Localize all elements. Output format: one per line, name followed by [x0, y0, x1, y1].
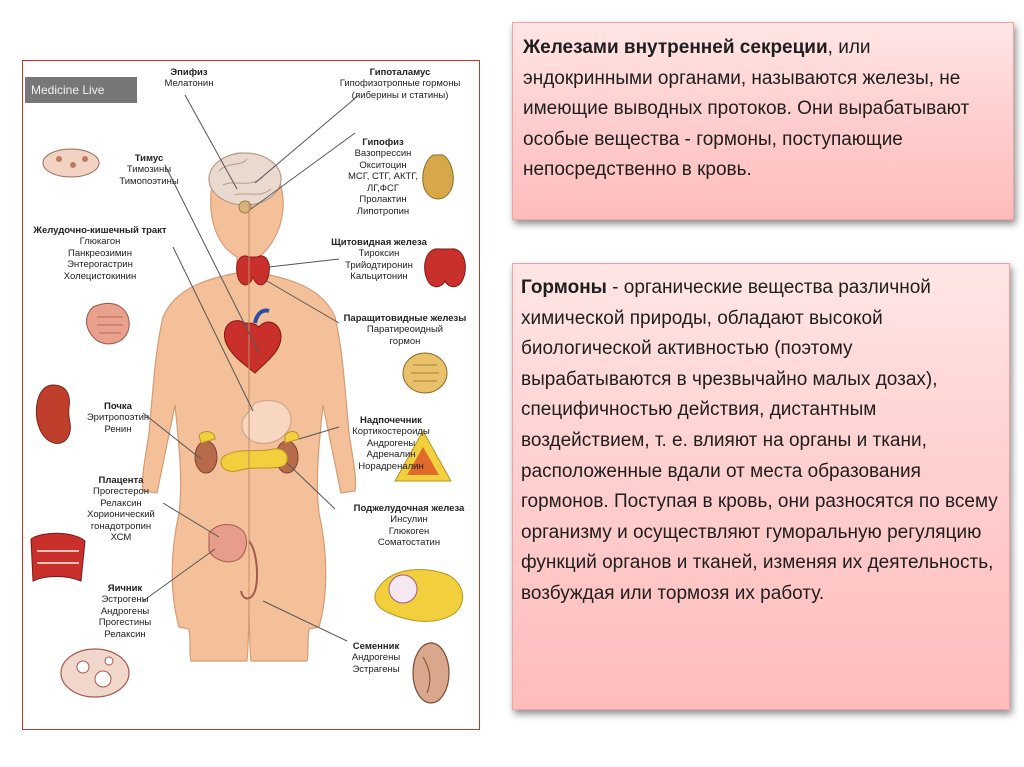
uterus-on-body — [208, 524, 247, 563]
label-item: Холецистокинин — [63, 270, 137, 282]
label-item: Кальцитонин — [350, 271, 408, 282]
label-item: Мелатонин — [164, 78, 214, 89]
label-parathyroid: Паращитовидные железы Паратиреоидный гор… — [333, 313, 477, 347]
placenta-image — [30, 532, 86, 582]
body-illustration — [30, 94, 466, 704]
label-item: Релаксин — [104, 628, 146, 640]
label-testis: Семенник Андрогены Эстрагены — [337, 641, 415, 675]
label-item: Норадреналин — [358, 460, 424, 472]
label-item: Глюкагон — [79, 236, 121, 247]
organ-thumbnails — [30, 148, 466, 704]
heart — [223, 320, 282, 374]
label-placenta: Плацента Прогестерон Релаксин Хорионичес… — [77, 475, 165, 544]
label-item: гонадотропин — [90, 520, 152, 532]
label-item: Окситоцин — [359, 159, 407, 171]
ovary-image — [60, 648, 130, 698]
definition-card: Железами внутренней секреции, или эндокр… — [512, 22, 1014, 220]
label-item: Инсулин — [390, 514, 428, 525]
label-item: Эстрагены — [352, 663, 400, 675]
testis-image — [412, 642, 450, 704]
label-title: Семенник — [352, 641, 400, 652]
label-item: Андрогены — [351, 652, 401, 663]
hormones-card: Гормоны - органические вещества различно… — [512, 263, 1010, 710]
label-gi-tract: Желудочно-кишечный тракт Глюкагон Панкре… — [25, 225, 175, 282]
label-item: Адреналин — [366, 449, 416, 460]
label-title: Яичник — [107, 583, 143, 594]
watermark-badge: Medicine Live — [25, 77, 137, 103]
label-item: Пролактин — [359, 194, 407, 205]
label-item: гормон — [389, 335, 421, 347]
endocrine-system-figure: Medicine Live Эпифиз Мелатонин Гипоталам… — [22, 60, 480, 730]
pancreas-on-body — [220, 448, 288, 472]
label-item: Гипофизотропные гормоны — [339, 78, 461, 89]
label-hypothalamus: Гипоталамус Гипофизотропные гормоны (либ… — [325, 67, 475, 101]
label-title: Надпочечник — [360, 415, 422, 426]
pancreas-image — [374, 569, 464, 622]
label-title: Поджелудочная железа — [353, 503, 465, 514]
hormones-text: - органические вещества различной химиче… — [521, 277, 998, 604]
label-item: Андрогены — [100, 605, 150, 617]
label-item: Тироксин — [358, 248, 400, 259]
label-item: МСГ, СТГ, АКТГ, — [348, 171, 418, 182]
label-item: Ренин — [104, 423, 132, 435]
label-title: Тимус — [134, 153, 164, 164]
thyroid-on-body — [236, 255, 270, 286]
label-item: Трийодтиронин — [345, 259, 413, 271]
label-pancreas: Поджелудочная железа Инсулин Глюкоген Со… — [341, 503, 477, 549]
label-item: Релаксин — [100, 497, 142, 509]
leader-lines — [142, 94, 360, 642]
label-title: Гипофиз — [362, 137, 404, 148]
label-item: Эстрогены — [101, 594, 149, 605]
label-item: Глюкоген — [388, 525, 430, 537]
label-item: Кортикостероиды — [352, 426, 430, 437]
label-item: Соматостатин — [377, 537, 441, 548]
label-epiphysis: Эпифиз Мелатонин — [141, 67, 237, 90]
label-title: Желудочно-кишечный тракт — [33, 225, 167, 236]
label-item: Прогестины — [98, 617, 152, 628]
label-item: Паратиреоидный — [366, 324, 444, 335]
label-title: Щитовидная железа — [331, 237, 427, 248]
label-item: Вазопрессин — [354, 148, 412, 159]
label-item: Тимопоэтины — [119, 175, 179, 187]
label-thyroid: Щитовидная железа Тироксин Трийодтиронин… — [323, 237, 435, 283]
label-item: (либерины и статины) — [351, 89, 449, 101]
label-item: ХСМ — [110, 532, 132, 543]
definition-term: Железами внутренней секреции — [523, 37, 828, 58]
label-pituitary: Гипофиз Вазопрессин Окситоцин МСГ, СТГ, … — [343, 137, 423, 217]
stomach — [241, 400, 292, 444]
hormones-term: Гормоны — [521, 277, 607, 298]
label-title: Плацента — [98, 475, 144, 486]
label-ovary: Яичник Эстрогены Андрогены Прогестины Ре… — [85, 583, 165, 640]
label-title: Паращитовидные железы — [343, 313, 467, 324]
label-title: Гипоталамус — [369, 67, 431, 78]
gi-tract-image — [86, 302, 130, 345]
label-item: Прогестерон — [92, 486, 150, 497]
label-item: Андрогены — [366, 437, 416, 449]
label-item: Энтерогастрин — [67, 259, 133, 270]
kidney-image — [35, 384, 71, 444]
label-item: ЛГ,ФСГ — [366, 182, 400, 194]
definition-text: , или эндокринными органами, называются … — [523, 37, 970, 181]
label-item: Тимозины — [126, 164, 172, 175]
label-kidney: Почка Эритропоэтин Ренин — [73, 401, 163, 435]
thyroid-image — [424, 248, 466, 288]
pituitary-image — [422, 154, 454, 200]
label-title: Почка — [104, 401, 132, 412]
label-item: Эритропоэтин — [86, 412, 150, 423]
label-item: Панкреозимин — [67, 247, 132, 259]
label-adrenal: Надпочечник Кортикостероиды Андрогены Ад… — [339, 415, 443, 472]
label-item: Хорионический — [87, 509, 155, 520]
label-thymus: Тимус Тимозины Тимопоэтины — [111, 153, 187, 187]
label-item: Липотропин — [356, 205, 410, 217]
label-title: Эпифиз — [170, 67, 208, 78]
